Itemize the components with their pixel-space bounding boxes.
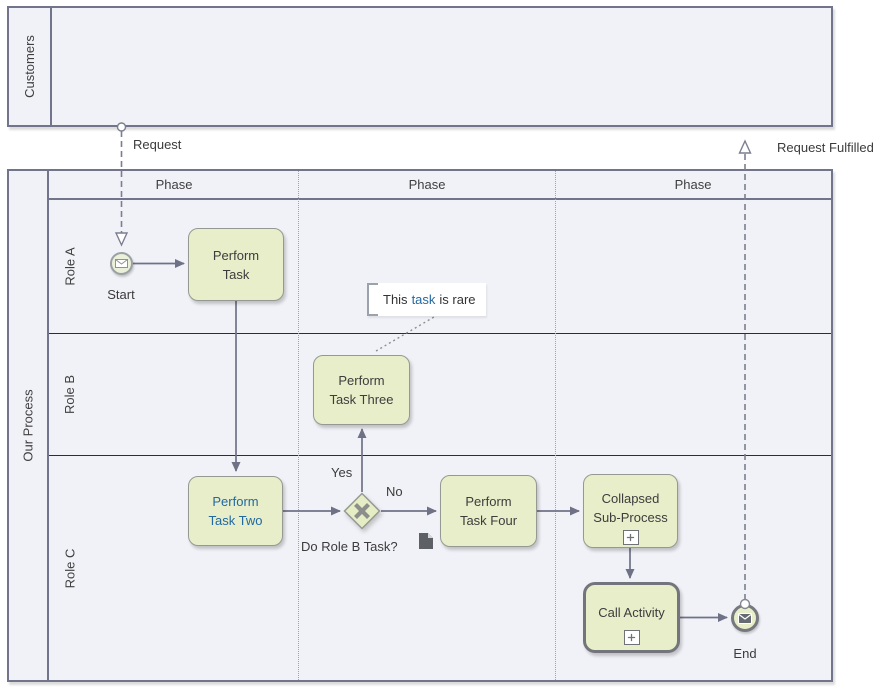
collapsed-subprocess-line1: Collapsed bbox=[601, 491, 660, 506]
annotation-task-link[interactable]: task bbox=[411, 292, 436, 307]
customers-pool[interactable]: Customers bbox=[7, 6, 833, 127]
filled-message-envelope-icon bbox=[738, 612, 752, 624]
task-perform-task-line2: Task bbox=[222, 266, 250, 282]
phase-header: Phase Phase Phase bbox=[49, 171, 831, 200]
text-annotation[interactable]: This task is rare bbox=[367, 283, 486, 316]
task-perform-task-four-line2: Task Four bbox=[459, 513, 518, 528]
annotation-bracket-icon bbox=[367, 283, 378, 316]
our-process-pool-title: Our Process bbox=[9, 171, 49, 680]
plus-icon bbox=[626, 533, 635, 542]
call-activity-expand-marker[interactable] bbox=[623, 630, 640, 645]
x-marker-icon bbox=[354, 503, 370, 519]
task-perform-task-line1: Perform bbox=[212, 247, 260, 263]
phase-3-label: Phase bbox=[674, 177, 712, 192]
document-icon bbox=[419, 533, 433, 549]
task-perform-task-two-line2: Task Two bbox=[208, 513, 263, 528]
lane-role-a[interactable]: Role A bbox=[58, 231, 82, 301]
lane-role-c[interactable]: Role C bbox=[58, 533, 82, 603]
yes-flow-label: Yes bbox=[331, 465, 353, 480]
collapsed-subprocess-line2: Sub-Process bbox=[593, 510, 668, 525]
no-flow-label: No bbox=[386, 484, 403, 499]
lane-role-b[interactable]: Role B bbox=[58, 359, 82, 429]
customers-pool-title: Customers bbox=[9, 8, 52, 125]
lane-role-c-label: Role C bbox=[62, 548, 78, 588]
lane-divider-role-b-c bbox=[49, 455, 831, 456]
customers-pool-label: Customers bbox=[22, 35, 38, 98]
end-event[interactable] bbox=[731, 604, 759, 632]
plus-icon bbox=[627, 633, 636, 642]
annotation-suffix: is rare bbox=[439, 292, 476, 307]
gateway-label: Do Role B Task? bbox=[301, 539, 398, 554]
lane-role-a-label: Role A bbox=[62, 246, 78, 286]
start-event-label: Start bbox=[107, 287, 135, 302]
phase-divider-1 bbox=[298, 171, 299, 680]
annotation-text: This task is rare bbox=[378, 283, 486, 316]
call-activity[interactable]: Call Activity bbox=[583, 582, 680, 653]
task-perform-task-two[interactable]: Perform Task Two bbox=[188, 476, 283, 546]
start-event[interactable] bbox=[110, 252, 133, 275]
task-perform-task-four[interactable]: Perform Task Four bbox=[440, 475, 537, 547]
task-perform-task[interactable]: Perform Task bbox=[188, 228, 284, 301]
phase-1-label: Phase bbox=[155, 177, 193, 192]
phase-2-label: Phase bbox=[408, 177, 446, 192]
task-perform-task-four-line1: Perform bbox=[465, 494, 512, 509]
phase-header-3[interactable]: Phase bbox=[555, 171, 831, 198]
annotation-prefix: This bbox=[383, 292, 408, 307]
message-envelope-icon bbox=[115, 259, 128, 268]
task-perform-task-three-line1: Perform bbox=[338, 373, 385, 388]
task-perform-task-two-line1: Perform bbox=[212, 494, 259, 509]
phase-divider-2 bbox=[555, 171, 556, 680]
lane-divider-role-a-b bbox=[49, 333, 831, 334]
lane-role-b-label: Role B bbox=[62, 374, 78, 414]
task-perform-task-three[interactable]: Perform Task Three bbox=[313, 355, 410, 425]
call-activity-label: Call Activity bbox=[598, 605, 665, 620]
our-process-pool[interactable]: Our Process Phase Phase Phase bbox=[7, 169, 833, 682]
collapsed-subprocess[interactable]: Collapsed Sub-Process bbox=[583, 474, 678, 548]
phase-header-1[interactable]: Phase bbox=[49, 171, 299, 198]
request-fulfilled-flow-label: Request Fulfilled bbox=[777, 140, 874, 155]
our-process-pool-label: Our Process bbox=[20, 389, 36, 462]
request-flow-label: Request bbox=[133, 137, 182, 152]
subprocess-expand-marker[interactable] bbox=[622, 530, 639, 545]
end-event-label: End bbox=[733, 646, 757, 661]
exclusive-gateway[interactable] bbox=[343, 492, 381, 530]
phase-header-2[interactable]: Phase bbox=[299, 171, 555, 198]
task-perform-task-three-line2: Task Three bbox=[329, 392, 394, 407]
